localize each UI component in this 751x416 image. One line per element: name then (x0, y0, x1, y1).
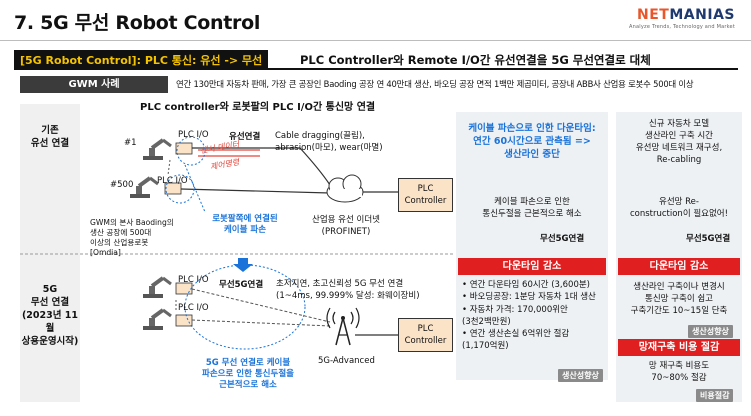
wired-link-label: 유선연결 (229, 132, 261, 142)
robot-count-note: GWM의 본사 Baoding의 생산 공장에 500대 이상의 산업용로봇 [… (90, 218, 174, 257)
cloud-icon (326, 174, 364, 203)
recabling-headline: 신규 자동차 모델 생산라인 구축 시간 유선망 네트워크 재구성, Re-ca… (635, 119, 723, 165)
robot-arm-icon (143, 138, 172, 160)
gwm-label: GWM 사례 (20, 76, 168, 93)
wired-row-label: 기존 유선 연결 (30, 125, 70, 149)
plc-io-box (175, 282, 193, 295)
robot-arm-icon (130, 176, 159, 198)
wireless-5g-link-label: 무선5G연결 (219, 280, 264, 290)
row-label-column (20, 104, 80, 402)
network-rebuild-cost-bar: 망재구축 비용 절감 (618, 339, 740, 356)
plc-io-label: PLC I/O (157, 176, 188, 186)
5g-specs: 초저지연, 초고신뢰성 5G 무선 연결 (1~4ms, 99.999% 달성:… (276, 279, 420, 301)
wireless-benefit-note: 5G 무선 연결로 케이블 파손으로 인한 통신두절을 근본적으로 해소 (202, 358, 294, 390)
netmanias-logo: NETMANIAS Analyze Trends, Technology and… (629, 7, 735, 30)
5g-advanced-label: 5G-Advanced (318, 356, 375, 366)
plc-io-label: PLC I/O (178, 303, 209, 313)
down-arrow-icon (233, 258, 253, 272)
downtime-reduction-bar-2: 다운타임 감소 (618, 258, 740, 275)
plc-controller-box: PLC Controller (398, 318, 453, 352)
plc-io-box (175, 142, 193, 155)
gwm-text: 연간 130만대 자동차 판매, 가장 큰 공장인 Baoding 공장 연 4… (176, 79, 694, 89)
title-divider (0, 40, 751, 41)
cable-damage-note: 로봇팔쪽에 연결된 케이블 파손 (212, 214, 278, 235)
plc-io-box (175, 314, 193, 327)
cost-reduction-text: 망 재구축 비용도 70~80% 절감 (648, 361, 710, 383)
plc-io-label: PLC I/O (178, 275, 209, 285)
downtime-solution: 케이블 파손으로 인한 통신두절을 근본적으로 해소 (482, 197, 582, 219)
mid-5g-arrow-label: 무선5G연결 (540, 234, 585, 244)
plc-io-box (164, 182, 182, 195)
productivity-badge: 생산성향상 (558, 369, 603, 382)
downtime-bullets: • 연간 다운타임 60시간 (3,600분) • 바오딩공장: 1분당 자동차… (462, 280, 596, 352)
cable-problems: Cable dragging(끌림), abrasion(마모), wear(마… (275, 131, 383, 153)
robot-arm-icon (143, 276, 172, 298)
downtime-headline: 케이블 파손으로 인한 다운타임: 연간 60시간으로 관측됨 => 생산라인 … (468, 123, 596, 160)
build-time-text: 생산라인 구축이나 변경시 통신망 구축이 쉽고 구축기간도 10~15일 단축 (630, 282, 728, 316)
productivity-badge-2: 생산성향상 (688, 325, 733, 338)
cost-saving-badge: 비용절감 (696, 389, 734, 402)
robot-500-label: #500 (110, 180, 134, 190)
robot-arm-icon (143, 308, 172, 330)
logo-subtitle: Analyze Trends, Technology and Market (629, 24, 735, 30)
page-title: 7. 5G 무선 Robot Control (14, 12, 261, 34)
right-5g-arrow-label: 무선5G연결 (686, 234, 731, 244)
recabling-need: 유선망 Re- construction이 필요없어! (629, 197, 729, 219)
plc-io-label: PLC I/O (178, 130, 209, 140)
antenna-icon (326, 307, 360, 346)
header-text: PLC Controller와 Remote I/O간 유선연결을 5G 무선연… (300, 53, 651, 67)
robot-1-label: #1 (124, 138, 137, 148)
logo-part1: NET (637, 7, 670, 23)
industrial-ethernet-label: 산업용 유선 이더넷 (PROFINET) (312, 215, 380, 237)
logo-part2: MANIAS (669, 7, 735, 23)
downtime-reduction-bar: 다운타임 감소 (458, 258, 606, 275)
downtime-panel (456, 112, 608, 380)
diagram-title: PLC controller와 로봇팔의 PLC I/O간 통신망 연결 (140, 102, 376, 113)
plc-controller-box: PLC Controller (398, 178, 453, 212)
header-tag: [5G Robot Control]: PLC 통신: 유선 -> 무선 (14, 50, 269, 68)
wireless-row-label: 5G 무선 연결 (2023년 11월 상용운영시작) (21, 284, 79, 347)
